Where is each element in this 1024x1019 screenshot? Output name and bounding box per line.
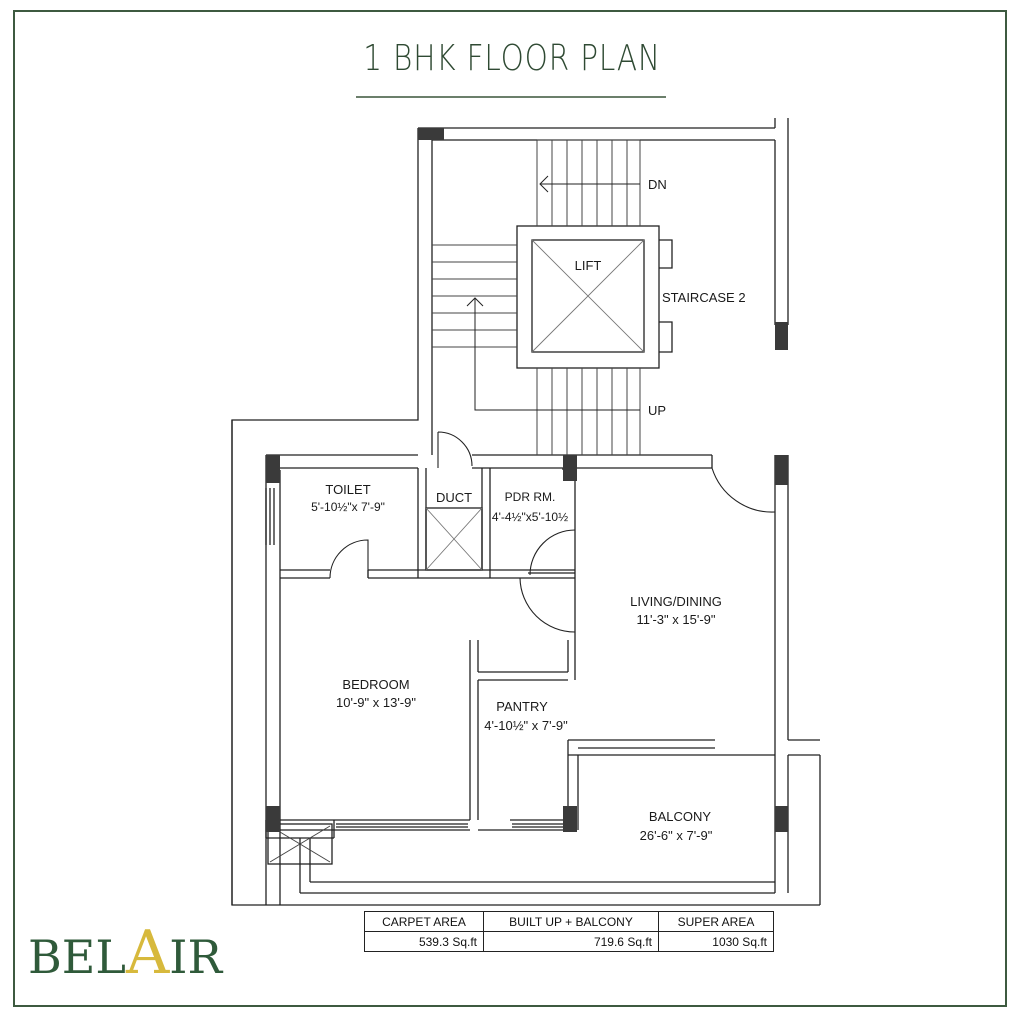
dn-arrow bbox=[539, 175, 640, 193]
logo-prefix: BEL bbox=[28, 930, 126, 984]
staircase-label: STAIRCASE 2 bbox=[662, 290, 746, 305]
balcony-name: BALCONY bbox=[648, 809, 712, 824]
belair-logo: BELAIR bbox=[28, 918, 222, 988]
lift-notches bbox=[659, 239, 673, 353]
duct-label: DUCT bbox=[435, 490, 473, 505]
area-table-value-row: 539.3 Sq.ft 719.6 Sq.ft 1030 Sq.ft bbox=[364, 931, 774, 952]
page-frame bbox=[13, 10, 1007, 1007]
lower-flight bbox=[536, 368, 641, 455]
pdr-door bbox=[529, 529, 576, 576]
pdr-dims: 4'-4½"x5'-10½ bbox=[491, 510, 569, 524]
duct-walls bbox=[417, 468, 491, 579]
stair-right-wall bbox=[774, 118, 789, 325]
pdr-walls bbox=[490, 468, 576, 660]
pdr-door-frame bbox=[520, 569, 575, 579]
toilet-door bbox=[329, 539, 369, 579]
columns bbox=[266, 128, 788, 832]
super-area-value: 1030 Sq.ft bbox=[658, 931, 774, 952]
living-dims: 11'-3" x 15'-9" bbox=[636, 612, 716, 627]
up-label: UP bbox=[648, 403, 667, 418]
dn-label: DN bbox=[648, 177, 667, 192]
lift-shaft-inner bbox=[531, 239, 645, 353]
stair-top-wall bbox=[418, 118, 776, 141]
bedroom-window bbox=[336, 823, 468, 828]
upper-flight bbox=[536, 140, 641, 226]
column bbox=[266, 806, 280, 832]
bedroom-name: BEDROOM bbox=[342, 677, 410, 692]
column bbox=[775, 322, 788, 350]
toilet-name: TOILET bbox=[325, 482, 371, 497]
lift-cross bbox=[531, 239, 645, 353]
main-door bbox=[711, 467, 776, 513]
super-area-header: SUPER AREA bbox=[658, 911, 774, 932]
toilet-window bbox=[265, 488, 275, 545]
column bbox=[563, 806, 577, 832]
column bbox=[266, 455, 280, 483]
column bbox=[775, 455, 788, 485]
balcony-dims: 26'-6" x 7'-9" bbox=[639, 828, 713, 843]
lift-lobby-door bbox=[437, 431, 473, 468]
duct-cross bbox=[425, 507, 483, 571]
column bbox=[775, 806, 788, 832]
right-stub bbox=[788, 739, 821, 905]
built-up-value: 719.6 Sq.ft bbox=[483, 931, 659, 952]
duct-box bbox=[425, 507, 483, 571]
pantry-dims: 4'-10½" x 7'-9" bbox=[484, 718, 568, 733]
lift-shaft-outer bbox=[516, 225, 660, 369]
logo-accent: A bbox=[125, 918, 170, 988]
toilet-dims: 5'-10½"x 7'-9" bbox=[311, 500, 385, 514]
title-underline bbox=[356, 96, 666, 98]
bedroom-door bbox=[519, 577, 576, 633]
column bbox=[418, 128, 444, 140]
carpet-area-header: CARPET AREA bbox=[364, 911, 484, 932]
stair-treads bbox=[432, 139, 641, 455]
carpet-area-value: 539.3 Sq.ft bbox=[364, 931, 484, 952]
pantry-name: PANTRY bbox=[496, 699, 548, 714]
apartment-top-wall bbox=[266, 454, 713, 469]
balcony-top-wall bbox=[567, 739, 775, 830]
outer-wall-left bbox=[231, 420, 281, 905]
bedroom-dims: 10'-9" x 13'-9" bbox=[336, 695, 416, 710]
lift-label: LIFT bbox=[574, 258, 602, 273]
shaft-box bbox=[267, 823, 333, 865]
logo-suffix: IR bbox=[169, 930, 223, 984]
toilet-bottom-wall bbox=[280, 569, 418, 579]
page-title: 1 BHK FLOOR PLAN bbox=[363, 38, 661, 79]
column bbox=[563, 455, 577, 481]
doors bbox=[329, 431, 776, 633]
pantry-window bbox=[512, 823, 566, 828]
area-table: CARPET AREA BUILT UP + BALCONY SUPER ARE… bbox=[364, 911, 774, 952]
living-name: LIVING/DINING bbox=[630, 594, 722, 609]
built-up-header: BUILT UP + BALCONY bbox=[483, 911, 659, 932]
up-arrow bbox=[466, 297, 640, 411]
area-table-header-row: CARPET AREA BUILT UP + BALCONY SUPER ARE… bbox=[364, 911, 774, 932]
pantry-walls bbox=[469, 640, 576, 820]
pdr-name: PDR RM. bbox=[504, 490, 556, 504]
